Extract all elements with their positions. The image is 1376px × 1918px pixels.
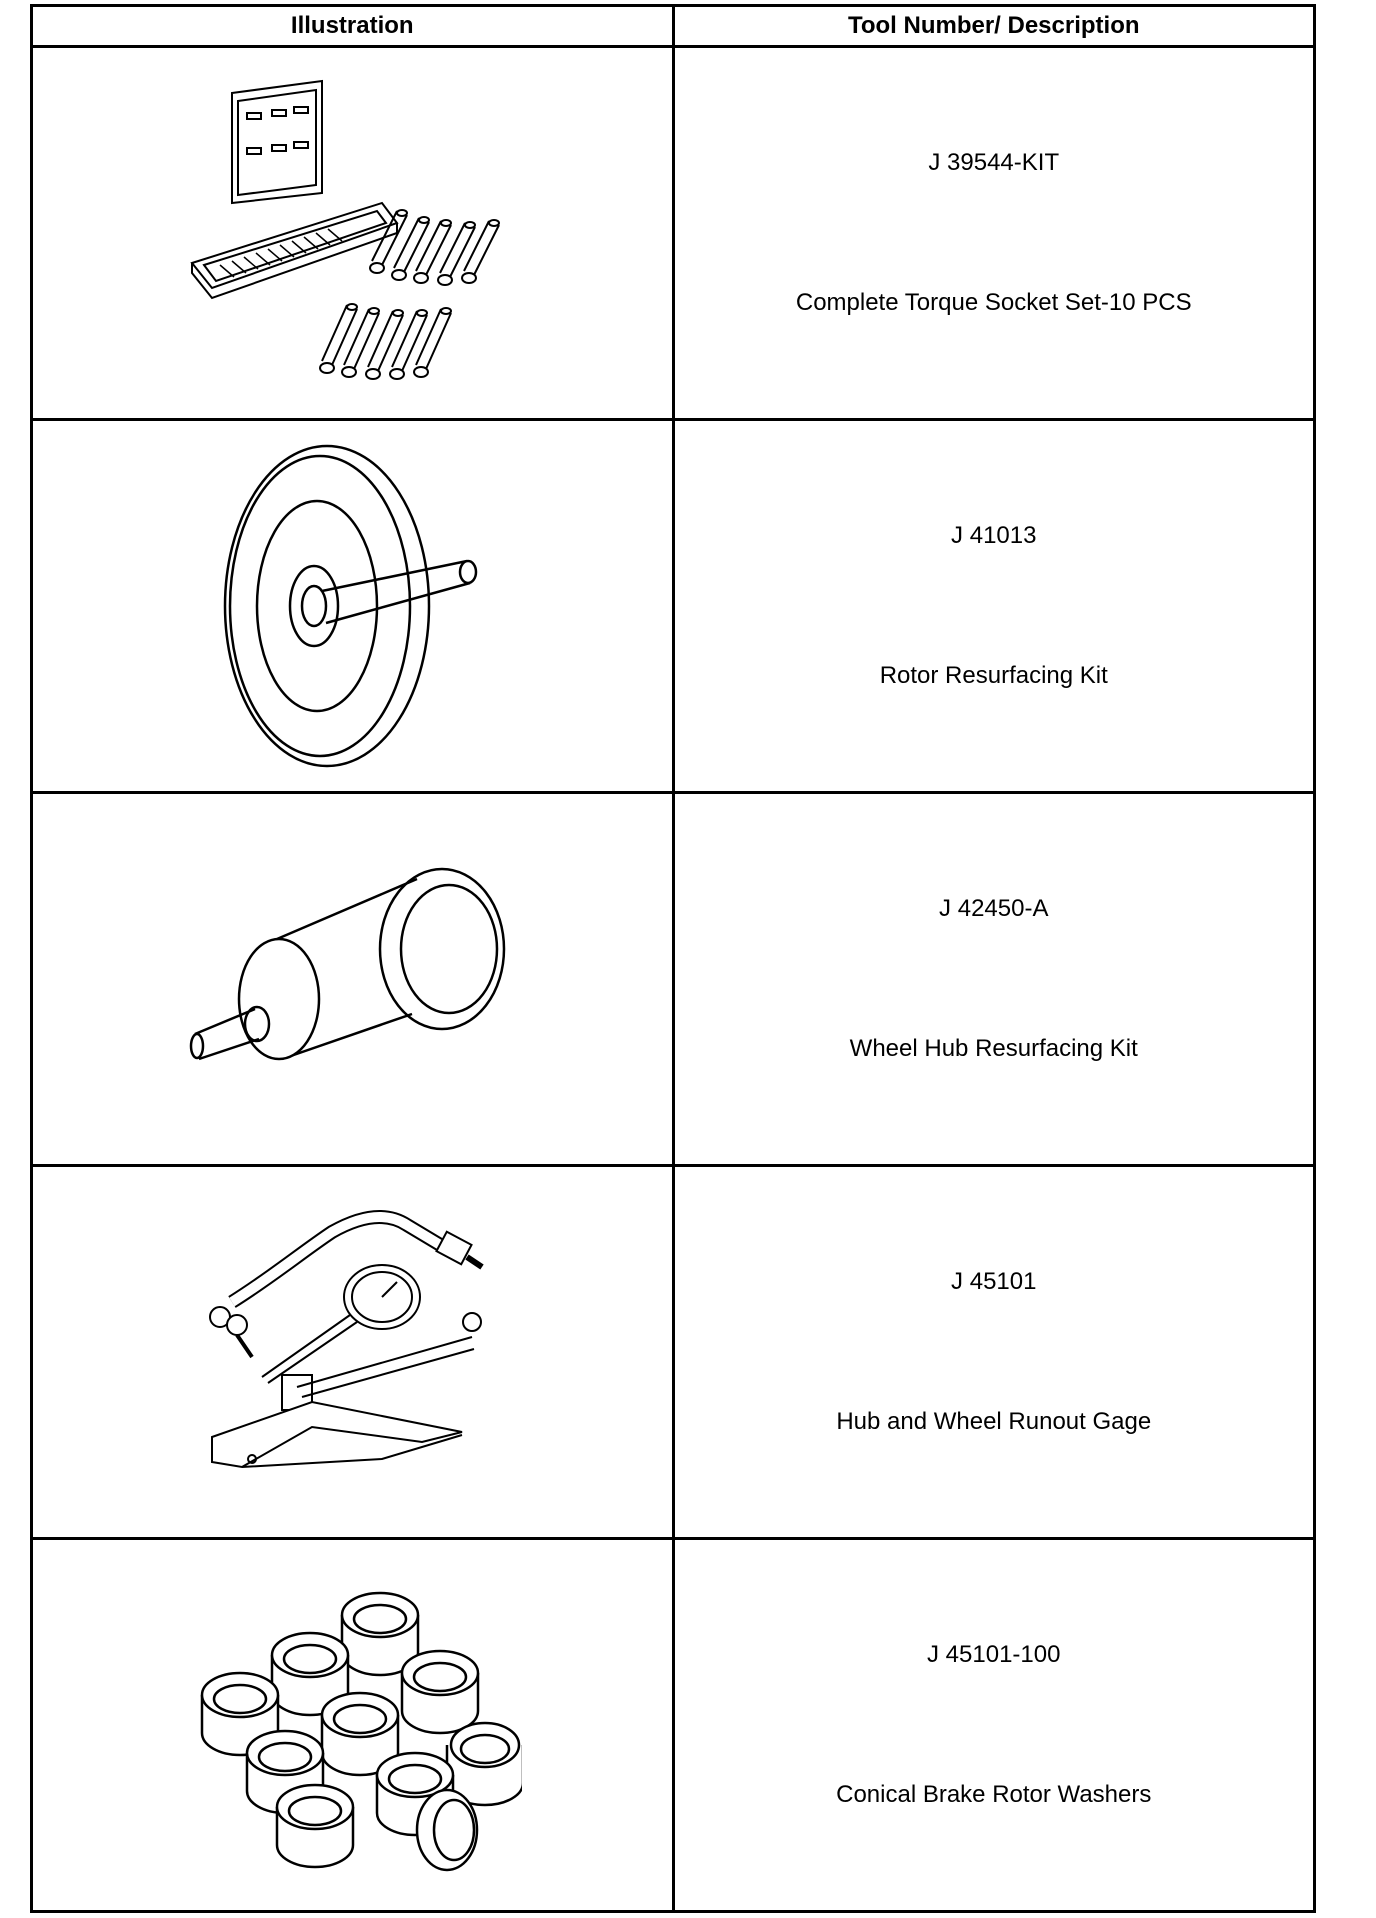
runout-gage-icon: [182, 1197, 522, 1507]
tool-info-cell: J 42450-A Wheel Hub Resurfacing Kit: [671, 791, 1316, 1167]
tool-number: J 42450-A: [939, 895, 1049, 922]
tool-info-cell: J 41013 Rotor Resurfacing Kit: [671, 418, 1316, 794]
illustration-cell: [30, 1164, 675, 1540]
table-row: J 39544-KIT Complete Torque Socket Set-1…: [30, 45, 1316, 421]
illustration-cell: [30, 791, 675, 1167]
tool-number: J 41013: [951, 522, 1037, 549]
tool-info-cell: J 45101 Hub and Wheel Runout Gage: [671, 1164, 1316, 1540]
illustration-cell: [30, 45, 675, 421]
tool-number: J 45101-100: [927, 1641, 1061, 1668]
tool-description: Conical Brake Rotor Washers: [836, 1781, 1152, 1808]
torque-socket-set-icon: [172, 73, 532, 393]
table-row: J 45101 Hub and Wheel Runout Gage: [30, 1164, 1316, 1540]
tool-description: Rotor Resurfacing Kit: [879, 662, 1108, 689]
wheel-hub-resurfacing-kit-icon: [187, 854, 517, 1104]
tool-number: J 45101: [951, 1268, 1037, 1295]
tool-description: Wheel Hub Resurfacing Kit: [849, 1035, 1138, 1062]
table-row: J 41013 Rotor Resurfacing Kit: [30, 418, 1316, 794]
tool-description: Hub and Wheel Runout Gage: [836, 1408, 1152, 1435]
header-illustration: Illustration: [30, 4, 675, 48]
illustration-cell: [30, 418, 675, 794]
tool-number: J 39544-KIT: [928, 149, 1060, 176]
table-header-row: Illustration Tool Number/ Description: [30, 4, 1316, 48]
table-row: J 45101-100 Conical Brake Rotor Washers: [30, 1537, 1316, 1913]
header-tool-number-description: Tool Number/ Description: [671, 4, 1316, 48]
tool-info-cell: J 45101-100 Conical Brake Rotor Washers: [671, 1537, 1316, 1913]
special-tools-table: Illustration Tool Number/ Description: [30, 4, 1316, 1913]
table-row: J 42450-A Wheel Hub Resurfacing Kit: [30, 791, 1316, 1167]
conical-washers-icon: [182, 1575, 523, 1875]
illustration-cell: [30, 1537, 675, 1913]
rotor-resurfacing-kit-icon: [202, 441, 502, 771]
tool-info-cell: J 39544-KIT Complete Torque Socket Set-1…: [671, 45, 1316, 421]
tool-description: Complete Torque Socket Set-10 PCS: [795, 289, 1192, 316]
